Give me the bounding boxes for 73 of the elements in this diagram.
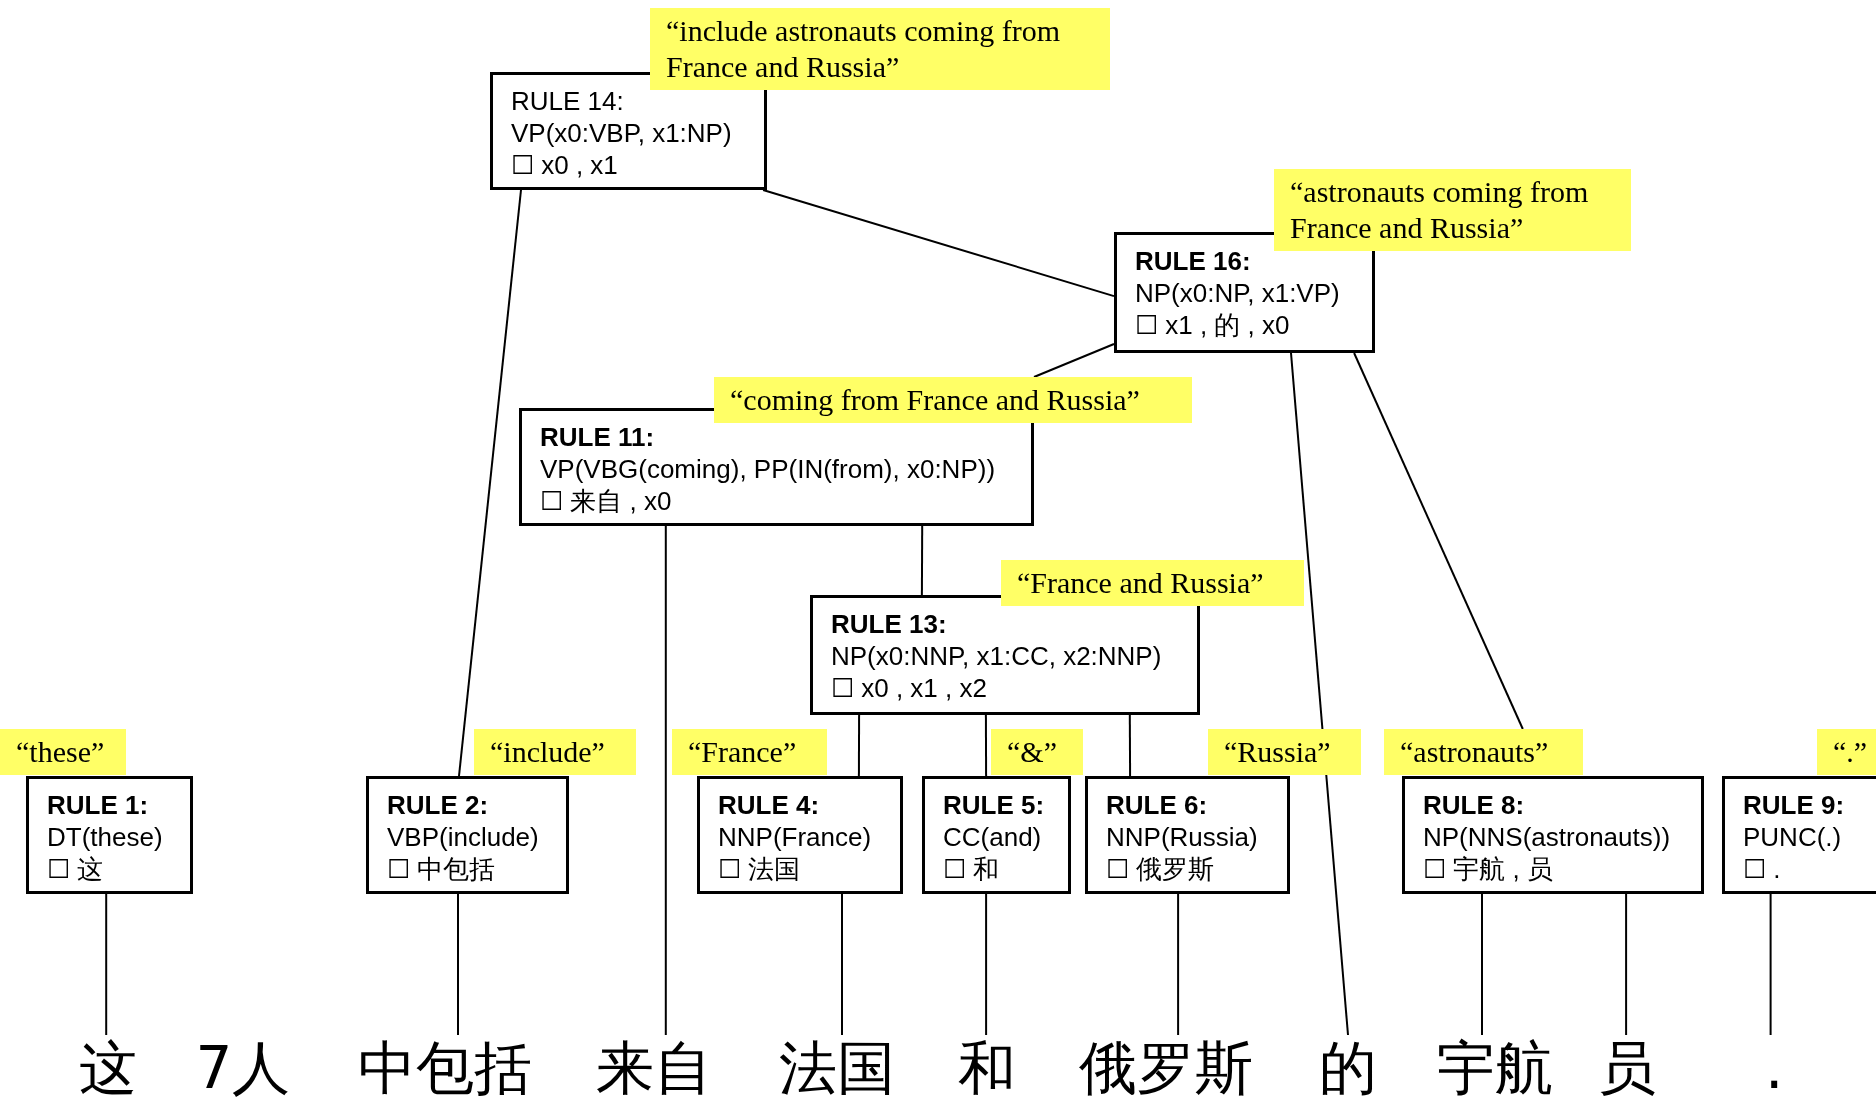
tree-line xyxy=(1625,893,1628,1036)
source-pattern: CC(and) xyxy=(943,821,1043,853)
source-word: 中包括 xyxy=(358,1035,532,1101)
tree-line xyxy=(1481,893,1483,1036)
translation-label: “Russia” xyxy=(1208,729,1361,775)
source-word: 俄罗斯 xyxy=(1079,1035,1253,1101)
translation-label: “France” xyxy=(672,729,827,775)
tree-line xyxy=(984,714,988,777)
source-word: 来自 xyxy=(596,1035,712,1101)
target-pattern: ☐ x0 , x1 xyxy=(511,149,619,181)
source-word: 这 xyxy=(79,1035,137,1101)
source-word: 的 xyxy=(1319,1035,1377,1101)
source-word: 和 xyxy=(958,1035,1016,1101)
rule-heading: RULE 14: xyxy=(511,85,625,117)
source-pattern: NNP(Russia) xyxy=(1106,821,1259,853)
source-word: . xyxy=(1765,1035,1784,1101)
target-pattern: ☐ 法国 xyxy=(718,853,802,885)
tree-line xyxy=(105,893,108,1036)
source-pattern: DT(these) xyxy=(47,821,164,853)
translation-label: “France and Russia” xyxy=(1001,560,1304,606)
rule-heading: RULE 6: xyxy=(1106,789,1209,821)
tree-line xyxy=(457,893,459,1036)
tree-line xyxy=(1177,893,1180,1036)
translation-label: “&” xyxy=(991,729,1083,775)
source-word: 法国 xyxy=(779,1035,895,1101)
translation-label: “astronauts coming from France and Russia” xyxy=(1274,169,1631,251)
translation-label: “coming from France and Russia” xyxy=(714,377,1192,423)
source-pattern: VBP(include) xyxy=(387,821,540,853)
source-word: 7人 xyxy=(195,1035,291,1101)
source-word: 员 xyxy=(1598,1035,1656,1101)
tree-line xyxy=(762,189,1115,298)
tree-line xyxy=(985,893,988,1036)
rule-heading: RULE 9: xyxy=(1743,789,1846,821)
translation-label: “.” xyxy=(1817,729,1876,775)
rule-heading: RULE 4: xyxy=(718,789,821,821)
source-word: 宇航 xyxy=(1437,1035,1553,1101)
rule-heading: RULE 1: xyxy=(47,789,150,821)
target-pattern: ☐ 宇航 , 员 xyxy=(1423,853,1554,885)
tree-line xyxy=(1353,352,1524,730)
source-pattern: VP(x0:VBP, x1:NP) xyxy=(511,117,733,149)
translation-label: “astronauts” xyxy=(1384,729,1583,775)
rule-heading: RULE 13: xyxy=(831,608,948,640)
target-pattern: ☐ 这 xyxy=(47,853,105,885)
source-pattern: VP(VBG(coming), PP(IN(from), x0:NP)) xyxy=(540,453,997,485)
tree-line xyxy=(1769,893,1772,1036)
source-pattern: NP(NNS(astronauts)) xyxy=(1423,821,1672,853)
target-pattern: ☐ 中包括 xyxy=(387,853,497,885)
translation-label: “these” xyxy=(0,729,126,775)
rule-heading: RULE 8: xyxy=(1423,789,1526,821)
target-pattern: ☐ . xyxy=(1743,853,1782,885)
target-pattern: ☐ 俄罗斯 xyxy=(1106,853,1216,885)
rule-heading: RULE 11: xyxy=(540,421,656,453)
source-pattern: PUNC(.) xyxy=(1743,821,1843,853)
rule-heading: RULE 2: xyxy=(387,789,490,821)
rule-heading: RULE 5: xyxy=(943,789,1046,821)
target-pattern: ☐ 来自 , x0 xyxy=(540,485,673,517)
translation-label: “include astronauts coming from France and Russia” xyxy=(650,8,1110,90)
rule-heading: RULE 16: xyxy=(1135,245,1252,277)
tree-line xyxy=(458,189,522,777)
tree-line xyxy=(841,893,843,1036)
translation-label: “include” xyxy=(474,729,636,775)
target-pattern: ☐ 和 xyxy=(943,853,1001,885)
tree-line xyxy=(664,525,667,1036)
target-pattern: ☐ x1 , 的 , x0 xyxy=(1135,309,1291,341)
tree-line xyxy=(857,714,861,777)
tree-line xyxy=(1033,343,1115,378)
source-pattern: NP(x0:NNP, x1:CC, x2:NNP) xyxy=(831,640,1163,672)
source-pattern: NP(x0:NP, x1:VP) xyxy=(1135,277,1341,309)
target-pattern: ☐ x0 , x1 , x2 xyxy=(831,672,988,704)
tree-line xyxy=(1290,352,1349,1036)
tree-line xyxy=(1128,714,1132,777)
tree-line xyxy=(920,525,924,596)
source-pattern: NNP(France) xyxy=(718,821,873,853)
